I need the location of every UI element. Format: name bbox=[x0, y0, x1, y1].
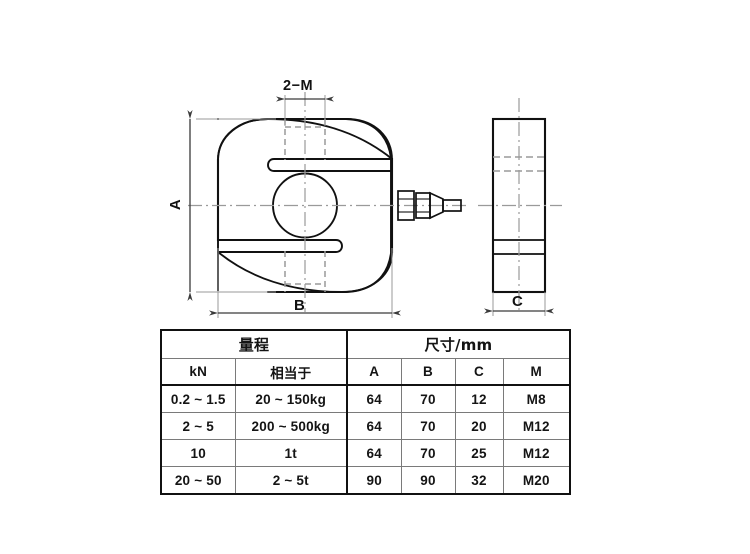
table-row: 2 ~ 5 200 ~ 500kg 64 70 20 M12 bbox=[160, 412, 571, 440]
cell-a: 64 bbox=[346, 384, 402, 413]
cell-b: 70 bbox=[400, 384, 456, 413]
column-header-equivalent: 相当于 bbox=[234, 358, 348, 386]
dimension-width-b bbox=[209, 248, 401, 318]
side-view-thickness bbox=[478, 98, 562, 312]
table-row: 20 ~ 50 2 ~ 5t 90 90 32 M20 bbox=[160, 466, 571, 495]
width-dimension-label: B bbox=[294, 297, 306, 314]
cell-c: 20 bbox=[454, 412, 504, 440]
table-row: 0.2 ~ 1.5 20 ~ 150kg 64 70 12 M8 bbox=[160, 384, 571, 413]
upper-relief-slot bbox=[267, 158, 393, 172]
cable-stub bbox=[442, 199, 462, 212]
cell-equivalent: 2 ~ 5t bbox=[234, 466, 348, 495]
dimension-thickness-c bbox=[484, 292, 554, 316]
thread-callout-label: 2−M bbox=[283, 78, 314, 94]
cell-a: 90 bbox=[346, 466, 402, 495]
column-header-m: M bbox=[502, 358, 571, 386]
group-header-dimensions: 尺寸/mm bbox=[346, 329, 571, 359]
column-header-b: B bbox=[400, 358, 456, 386]
cable-connector-gland bbox=[397, 190, 462, 221]
cell-equivalent: 1t bbox=[234, 439, 348, 467]
cell-c: 12 bbox=[454, 384, 504, 413]
specification-table: 量程 尺寸/mm kN 相当于 A B C M 0.2 ~ 1.5 20 ~ 1… bbox=[160, 329, 571, 495]
dimension-thread-2m bbox=[276, 95, 334, 126]
cell-a: 64 bbox=[346, 412, 402, 440]
cell-equivalent: 20 ~ 150kg bbox=[234, 384, 348, 413]
cell-c: 32 bbox=[454, 466, 504, 495]
gland-collar-1 bbox=[397, 190, 415, 221]
group-header-range: 量程 bbox=[160, 329, 348, 359]
lower-lobe-inner-arc bbox=[217, 251, 343, 293]
lower-relief-slot bbox=[217, 239, 343, 253]
table-column-header-row: kN 相当于 A B C M bbox=[160, 358, 571, 386]
cell-m: M20 bbox=[502, 466, 571, 495]
cell-kn: 20 ~ 50 bbox=[160, 466, 236, 495]
thickness-dimension-label: C bbox=[512, 293, 524, 310]
column-header-kn: kN bbox=[160, 358, 236, 386]
column-header-c: C bbox=[454, 358, 504, 386]
cell-kn: 0.2 ~ 1.5 bbox=[160, 384, 236, 413]
column-header-a: A bbox=[346, 358, 402, 386]
cell-equivalent: 200 ~ 500kg bbox=[234, 412, 348, 440]
cell-b: 70 bbox=[400, 439, 456, 467]
upper-lobe-outline bbox=[217, 118, 269, 207]
dimension-height-a bbox=[187, 110, 276, 301]
table-group-header-row: 量程 尺寸/mm bbox=[160, 329, 571, 359]
cell-m: M12 bbox=[502, 439, 571, 467]
height-dimension-label: A bbox=[167, 198, 185, 211]
gland-cone bbox=[429, 191, 444, 220]
specification-table-wrapper: 量程 尺寸/mm kN 相当于 A B C M 0.2 ~ 1.5 20 ~ 1… bbox=[160, 329, 571, 495]
cell-b: 90 bbox=[400, 466, 456, 495]
cell-c: 25 bbox=[454, 439, 504, 467]
cell-b: 70 bbox=[400, 412, 456, 440]
cell-a: 64 bbox=[346, 439, 402, 467]
cell-kn: 10 bbox=[160, 439, 236, 467]
cell-m: M8 bbox=[502, 384, 571, 413]
front-view-s-beam bbox=[188, 92, 470, 312]
cell-kn: 2 ~ 5 bbox=[160, 412, 236, 440]
table-row: 10 1t 64 70 25 M12 bbox=[160, 439, 571, 467]
cell-m: M12 bbox=[502, 412, 571, 440]
